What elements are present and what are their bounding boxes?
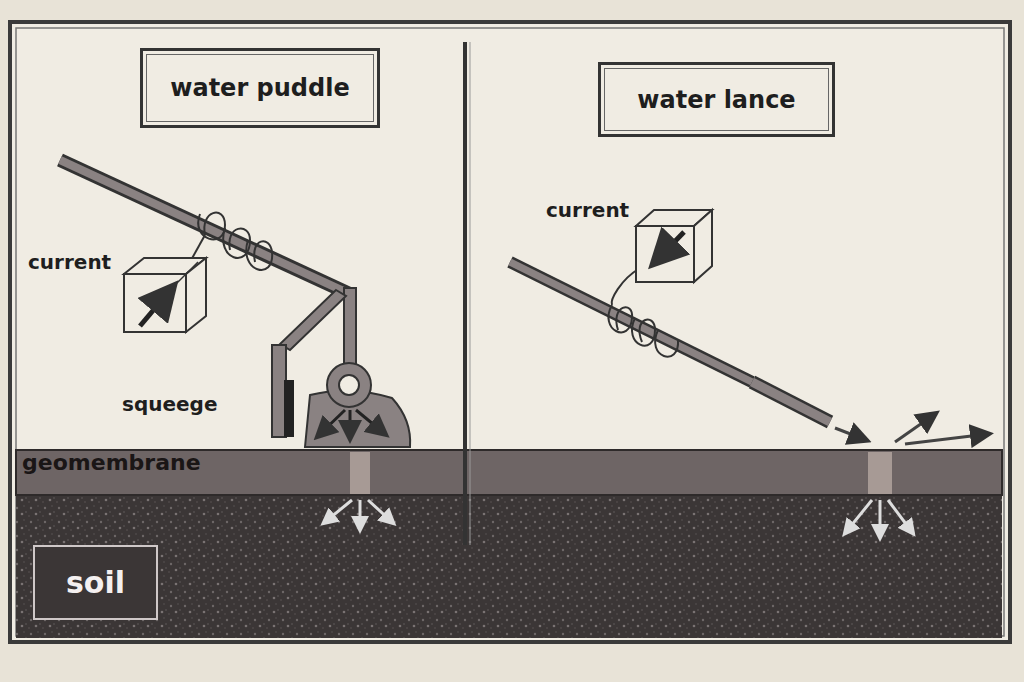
current-label: current — [546, 198, 629, 222]
current-label: current — [28, 250, 111, 274]
node-text: water lance — [637, 86, 795, 114]
node-text: water puddle — [170, 74, 349, 102]
title-box: water lance — [598, 62, 835, 137]
node-text: geomembrane — [22, 450, 201, 475]
title-box: water puddle — [140, 48, 380, 128]
geomembrane-band: geomembrane — [16, 450, 1002, 495]
squeegee-label: squeege — [122, 392, 217, 416]
soil-label-box: soil — [33, 545, 158, 620]
node-text: soil — [66, 565, 125, 600]
